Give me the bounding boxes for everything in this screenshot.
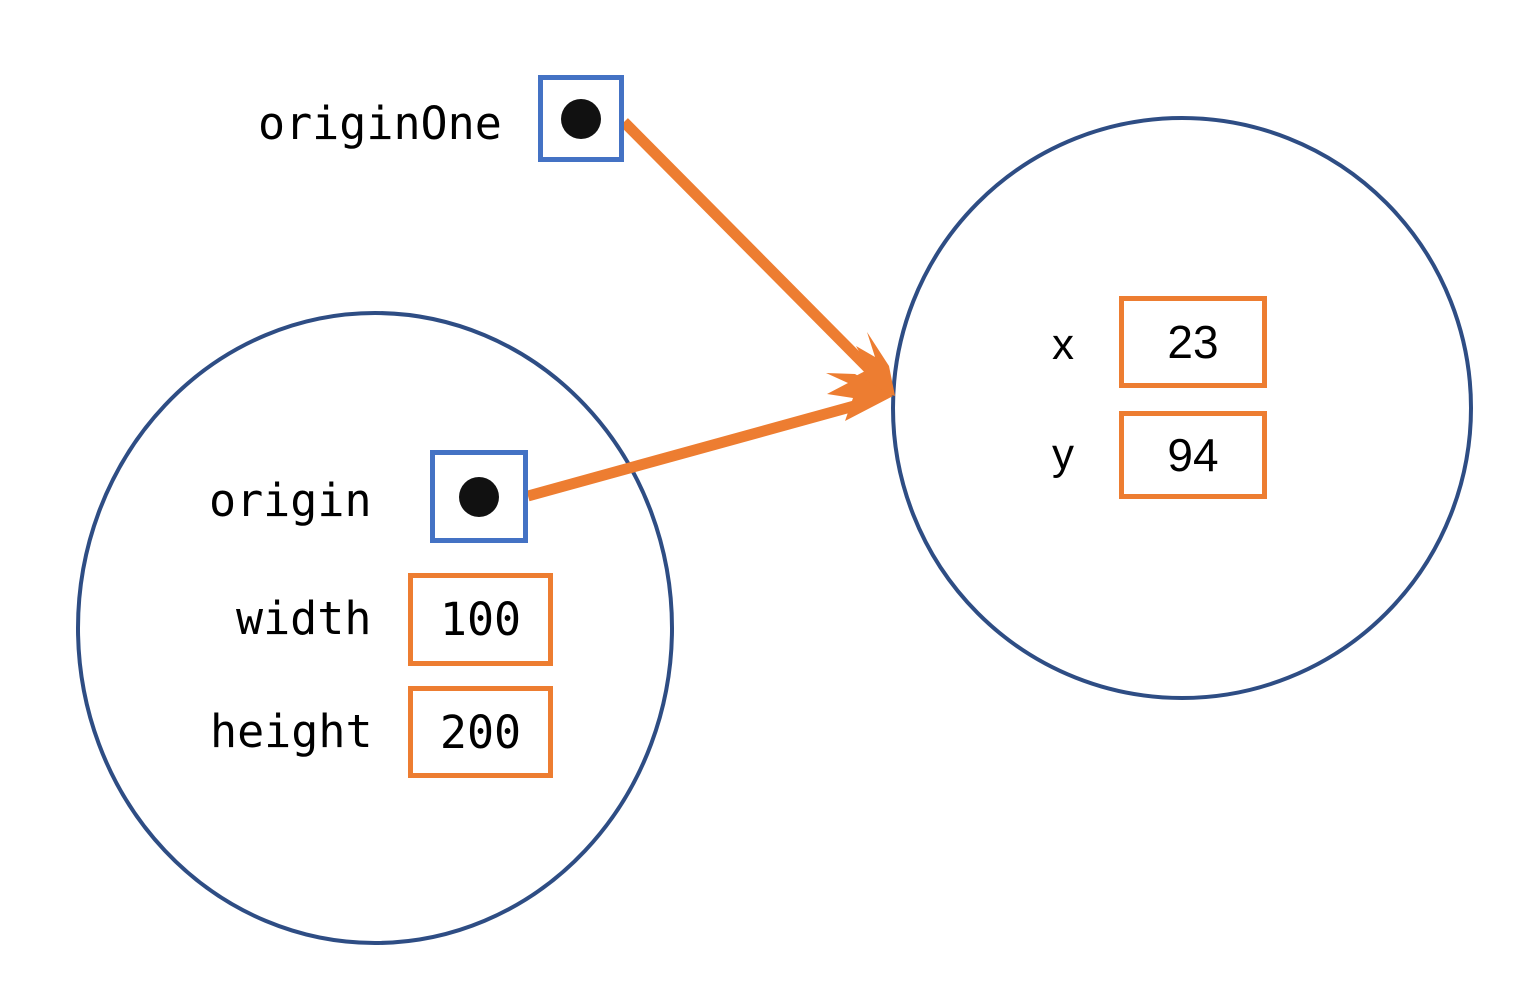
field-pointer-box-origin[interactable] — [430, 450, 528, 543]
field-value-box-y[interactable]: 94 — [1119, 411, 1267, 499]
field-label-height: height — [210, 705, 373, 758]
origin-one-pointer-box[interactable] — [538, 75, 624, 162]
field-value-box-height[interactable]: 200 — [408, 686, 553, 778]
arrow-right-icon-shaft-1 — [620, 118, 876, 376]
field-label-x: x — [1052, 320, 1074, 369]
point-object-circle — [891, 116, 1473, 700]
arrow-right-icon-shaft-2 — [526, 397, 867, 502]
arrow-origin-to-point — [526, 373, 893, 502]
field-value-box-x[interactable]: 23 — [1119, 296, 1267, 388]
origin-one-label: originOne — [258, 97, 502, 150]
field-value-height: 200 — [439, 705, 522, 759]
field-label-origin: origin — [209, 474, 372, 527]
arrow-origin-one-to-point — [620, 118, 895, 396]
arrow-right-icon-head-2 — [826, 373, 893, 421]
filled-dot-icon — [561, 98, 601, 139]
field-value-box-width[interactable]: 100 — [408, 573, 553, 666]
field-label-y: y — [1052, 430, 1074, 479]
field-label-width: width — [236, 592, 372, 645]
rectangle-object-circle — [76, 311, 674, 945]
field-value-width: 100 — [439, 593, 522, 646]
field-value-x: 23 — [1167, 316, 1219, 368]
field-value-y: 94 — [1167, 429, 1219, 481]
filled-dot-icon — [459, 476, 499, 517]
